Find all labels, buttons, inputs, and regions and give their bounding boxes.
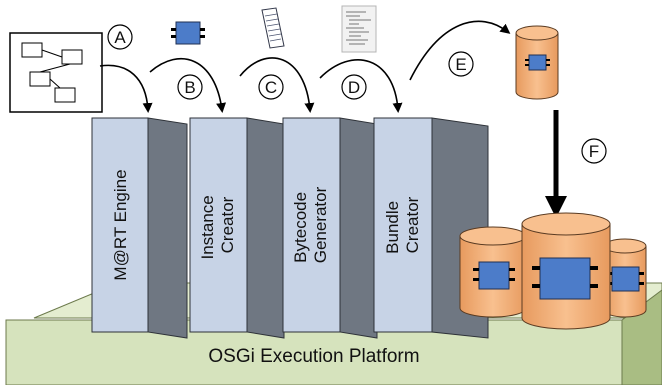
block-label: Bytecode Generator — [291, 186, 330, 263]
block-label-line: Bundle — [383, 201, 402, 254]
step-label-f: F — [581, 138, 607, 164]
block-label-line: Creator — [403, 196, 422, 253]
block-bytecode-generator: Bytecode Generator — [282, 117, 378, 339]
arrow-e — [409, 20, 511, 81]
deployed-bundle-right — [603, 238, 647, 318]
svg-text:A: A — [114, 28, 126, 47]
step-label-d: D — [341, 74, 367, 100]
code-listing-icon — [341, 5, 377, 53]
block-label-line: Generator — [311, 186, 330, 263]
step-label-e: E — [448, 51, 474, 77]
block-label-line: Bytecode — [291, 192, 310, 263]
platform-label: OSGi Execution Platform — [208, 346, 419, 367]
block-label: Instance Creator — [198, 191, 237, 260]
component-icon — [171, 21, 205, 45]
svg-text:D: D — [348, 78, 360, 97]
arrow-a — [99, 64, 153, 113]
bundle-icon — [515, 25, 559, 100]
arrow-c — [239, 57, 315, 113]
block-label-line: Creator — [218, 196, 237, 253]
block-mart-engine: M@RT Engine — [91, 117, 188, 339]
svg-text:E: E — [455, 55, 466, 74]
step-label-c: C — [258, 74, 284, 100]
block-label-line: M@RT Engine — [111, 169, 130, 280]
arrow-b — [149, 57, 227, 113]
arrow-d — [319, 59, 403, 113]
block-instance-creator: Instance Creator — [189, 117, 285, 339]
step-label-a: A — [107, 24, 133, 50]
svg-text:B: B — [184, 78, 195, 97]
svg-text:F: F — [589, 142, 599, 161]
step-label-b: B — [177, 74, 203, 100]
document-icon — [261, 7, 285, 49]
block-label-line: Instance — [198, 195, 217, 259]
deployed-bundle-left — [459, 226, 527, 318]
diagram-icon — [9, 32, 103, 113]
deployed-bundle-center — [521, 212, 611, 330]
block-label: M@RT Engine — [111, 169, 130, 280]
svg-text:C: C — [265, 78, 277, 97]
block-label: Bundle Creator — [383, 196, 422, 254]
